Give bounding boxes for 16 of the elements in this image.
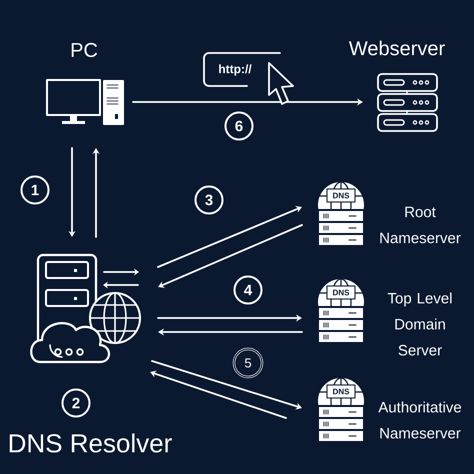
arrow bbox=[158, 224, 303, 288]
step-number: 6 bbox=[224, 112, 254, 140]
step-number: 1 bbox=[20, 176, 50, 204]
step-number: 5 bbox=[232, 348, 264, 378]
arrow bbox=[150, 370, 287, 419]
step-number: 4 bbox=[234, 276, 262, 304]
arrow bbox=[157, 206, 302, 268]
step-number: 2 bbox=[62, 388, 90, 418]
step-number: 3 bbox=[194, 186, 224, 214]
node-heading: Root Nameserver bbox=[380, 206, 461, 244]
node-heading: Top Level Domain Server bbox=[388, 292, 452, 356]
node-heading: PC bbox=[72, 42, 98, 58]
address-bar: http:// bbox=[203, 52, 281, 87]
node-heading: Authoritative Nameserver bbox=[378, 402, 462, 438]
node-heading: DNS Resolver bbox=[10, 433, 172, 453]
node-heading: Webserver bbox=[348, 40, 445, 56]
